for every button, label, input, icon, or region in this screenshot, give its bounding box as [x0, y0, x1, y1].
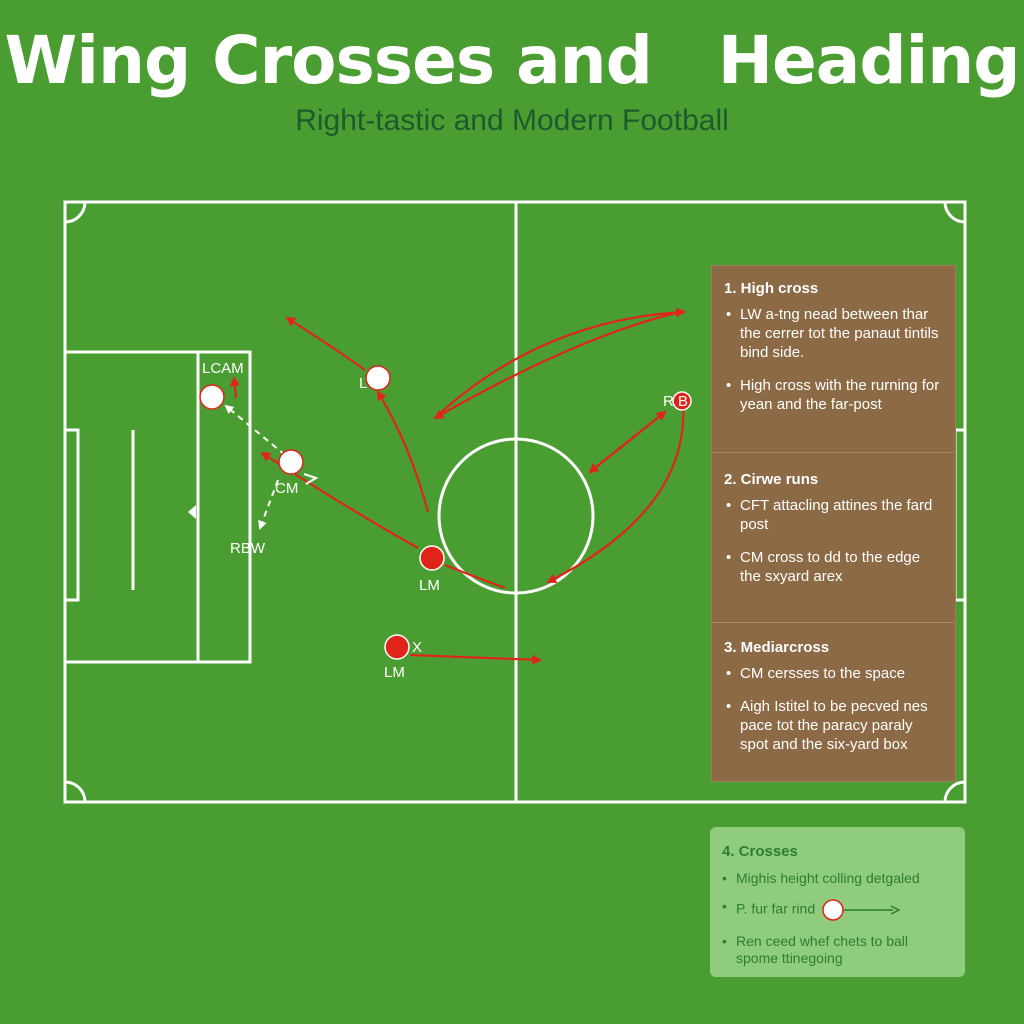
list-item: High cross with the rurning for yean and…: [724, 376, 945, 414]
page-title: Wing Crosses and Heading: [4, 22, 1021, 99]
section-heading: 2. Cirwe runs: [724, 471, 819, 488]
arrow-lcam-up: [229, 376, 240, 399]
legend-item: Mighis height colling detgaled: [722, 870, 953, 887]
corner-arc-tl: [64, 201, 87, 224]
label-lm1: LM: [419, 577, 440, 594]
legend-item-text: P. fur far rind: [736, 900, 816, 917]
label-rb: R B: [663, 393, 688, 410]
dashed-cm-to-rbw: [258, 479, 279, 530]
legend-ball-arrow-icon: [822, 899, 901, 921]
instruction-panel: 1. High cross LW a-tng nead between thar…: [711, 265, 956, 782]
page-subtitle: Right-tastic and Modern Football: [295, 104, 729, 137]
pitch-lines: [63, 200, 967, 804]
legend-item: Ren ceed whef chets to ball spome ttineg…: [722, 933, 953, 967]
arrow-high-cross: [434, 307, 686, 419]
player-l: [365, 365, 391, 391]
corner-arc-bl: [64, 780, 87, 803]
corner-arc-br: [943, 780, 966, 803]
arrow-l-to-top: [285, 316, 366, 371]
legend-item-text: Ren ceed whef chets to ball spome ttineg…: [736, 933, 908, 966]
arrow-lm-run: [444, 563, 506, 590]
arrow-lm2-run: [409, 653, 542, 665]
label-lcam: LCAM: [202, 360, 244, 377]
label-cm: CM: [275, 480, 298, 497]
arrow-rb-to-center: [588, 411, 666, 474]
legend-item: P. fur far rind: [722, 898, 953, 922]
panel-section-medium-cross: 3. Mediarcross CM cersses to the space A…: [712, 622, 955, 768]
center-circle: [437, 437, 595, 595]
list-item: CFT attacling attines the fard post: [724, 496, 945, 534]
player-lm2: [384, 634, 410, 660]
arrow-rb-curve: [546, 402, 685, 583]
list-item: LW a-tng nead between thar the cerrer to…: [724, 305, 945, 362]
cm-marker: [303, 473, 319, 485]
player-rb: [672, 391, 692, 411]
label-l: L: [359, 375, 367, 392]
player-lcam: [199, 384, 225, 410]
dashed-runs: [224, 404, 286, 530]
legend-heading: 4. Crosses: [722, 843, 798, 860]
section-heading: 3. Mediarcross: [724, 639, 830, 656]
corner-arc-tr: [943, 201, 966, 224]
panel-section-curve-runs: 2. Cirwe runs CFT attacling attines the …: [712, 452, 955, 600]
list-item: CM cross to dd to the edge the sxyard ar…: [724, 548, 945, 586]
section-heading: 1. High cross: [724, 280, 819, 297]
dashed-cm-to-lcam: [224, 404, 286, 456]
label-rbw: RBW: [230, 540, 266, 557]
label-lm2: LM: [384, 664, 405, 681]
player-cm: [278, 449, 304, 475]
section-list: LW a-tng nead between thar the cerrer to…: [724, 305, 945, 414]
arrow-lm-to-l: [376, 390, 430, 513]
players: [199, 365, 692, 660]
section-list: CFT attacling attines the fard post CM c…: [724, 496, 945, 586]
arrow-high-cross-return: [433, 309, 685, 419]
legend-list: Mighis height colling detgaled P. fur fa…: [722, 870, 953, 967]
label-lm2-x: X: [412, 639, 422, 656]
list-item: Aigh Istitel to be pecved nes pace tot t…: [724, 697, 945, 754]
section-list: CM cersses to the space Aigh Istitel to …: [724, 664, 945, 754]
player-lm1: [419, 545, 445, 571]
movement-arrows: [229, 307, 686, 665]
legend-box: 4. Crosses Mighis height colling detgale…: [710, 827, 965, 977]
panel-section-high-cross: 1. High cross LW a-tng nead between thar…: [712, 280, 955, 428]
penalty-spot-marker: [188, 505, 196, 519]
list-item: CM cersses to the space: [724, 664, 945, 683]
left-goal: [65, 428, 80, 602]
legend-item-text: Mighis height colling detgaled: [736, 870, 920, 886]
penalty-area: [63, 350, 252, 664]
